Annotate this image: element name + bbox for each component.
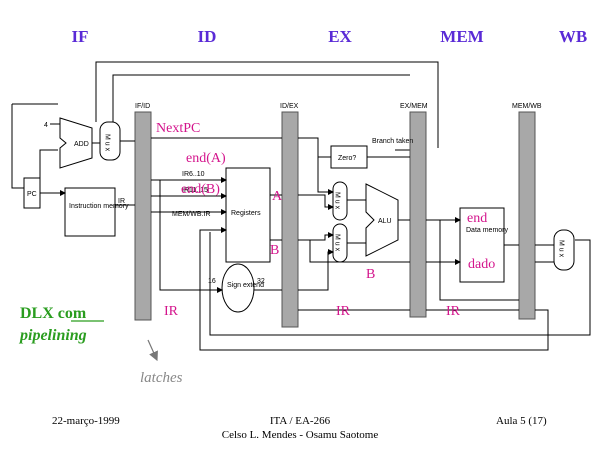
memwb-ir-label: MEM/WB.IR bbox=[172, 211, 211, 218]
zero-label: Zero? bbox=[338, 155, 356, 162]
title-line-1: DLX com bbox=[20, 305, 87, 322]
latch-if-id bbox=[134, 111, 152, 321]
adder-block bbox=[59, 117, 93, 169]
ir-11-15-label: IR11..15 bbox=[182, 187, 208, 194]
annotation-a: A bbox=[272, 189, 283, 204]
adder-const: 4 bbox=[44, 122, 48, 129]
latch-label-ex-mem: EX/MEM bbox=[400, 103, 428, 110]
ir-6-10-label: IR6..10 bbox=[182, 171, 205, 178]
annotation-nextpc: NextPC bbox=[156, 121, 200, 136]
footer-course: ITA / EA-266 bbox=[270, 415, 331, 427]
bits-32-label: 32 bbox=[257, 278, 265, 285]
imem-label: Instruction memory bbox=[69, 203, 129, 210]
alu-mux-bottom-label: M u x bbox=[334, 234, 341, 252]
data-memory bbox=[459, 207, 505, 283]
register-file bbox=[225, 167, 271, 263]
latches-note: latches bbox=[140, 370, 183, 386]
annotation-end-b: end(B) bbox=[181, 182, 220, 197]
annotation-end: end bbox=[467, 211, 487, 226]
alu-mux-top bbox=[332, 181, 348, 221]
alu-block bbox=[365, 183, 399, 257]
registers-label: Registers bbox=[231, 210, 261, 217]
footer-page: Aula 5 (17) bbox=[496, 415, 547, 427]
alu-label: ALU bbox=[378, 218, 392, 225]
stage-label-id: ID bbox=[198, 27, 217, 46]
footer-authors: Celso L. Mendes - Osamu Saotome bbox=[222, 429, 379, 441]
stage-label-ex: EX bbox=[328, 27, 352, 46]
sign-extend-label: Sign extend bbox=[227, 282, 264, 289]
wb-mux-label: M u x bbox=[558, 240, 565, 258]
footer-date: 22-março-1999 bbox=[52, 415, 120, 427]
stage-label-wb: WB bbox=[559, 27, 587, 46]
annotation-ir-1: IR bbox=[164, 304, 179, 319]
annotation-end-a: end(A) bbox=[186, 151, 226, 166]
pc-mux-label: M u x bbox=[104, 134, 111, 152]
title-line-2: pipelining bbox=[18, 327, 87, 344]
latch-label-mem-wb: MEM/WB bbox=[512, 103, 542, 110]
latch-ex-mem bbox=[409, 111, 427, 318]
annotation-ir-3: IR bbox=[446, 304, 461, 319]
ir-if-label: IR bbox=[118, 198, 125, 205]
branch-taken-label: Branch taken bbox=[372, 138, 413, 145]
dmem-label: Data memory bbox=[466, 227, 509, 234]
latch-label-if-id: IF/ID bbox=[135, 103, 150, 110]
latch-id-ex bbox=[281, 111, 299, 328]
alu-mux-top-label: M u x bbox=[334, 192, 341, 210]
annotation-dado: dado bbox=[468, 257, 495, 272]
pc-label: PC bbox=[27, 191, 37, 198]
latch-mem-wb bbox=[518, 111, 536, 320]
annotation-b2: B bbox=[366, 267, 375, 282]
feedback-wires bbox=[11, 61, 439, 189]
latch-label-id-ex: ID/EX bbox=[280, 103, 299, 110]
annotation-ir-2: IR bbox=[336, 304, 351, 319]
stage-label-mem: MEM bbox=[440, 27, 483, 46]
bits-16-label: 16 bbox=[208, 278, 216, 285]
instruction-memory bbox=[64, 187, 116, 237]
stage-label-if: IF bbox=[72, 27, 89, 46]
annotation-b: B bbox=[270, 243, 279, 258]
wb-mux bbox=[553, 229, 575, 271]
adder-label: ADD bbox=[74, 141, 89, 148]
